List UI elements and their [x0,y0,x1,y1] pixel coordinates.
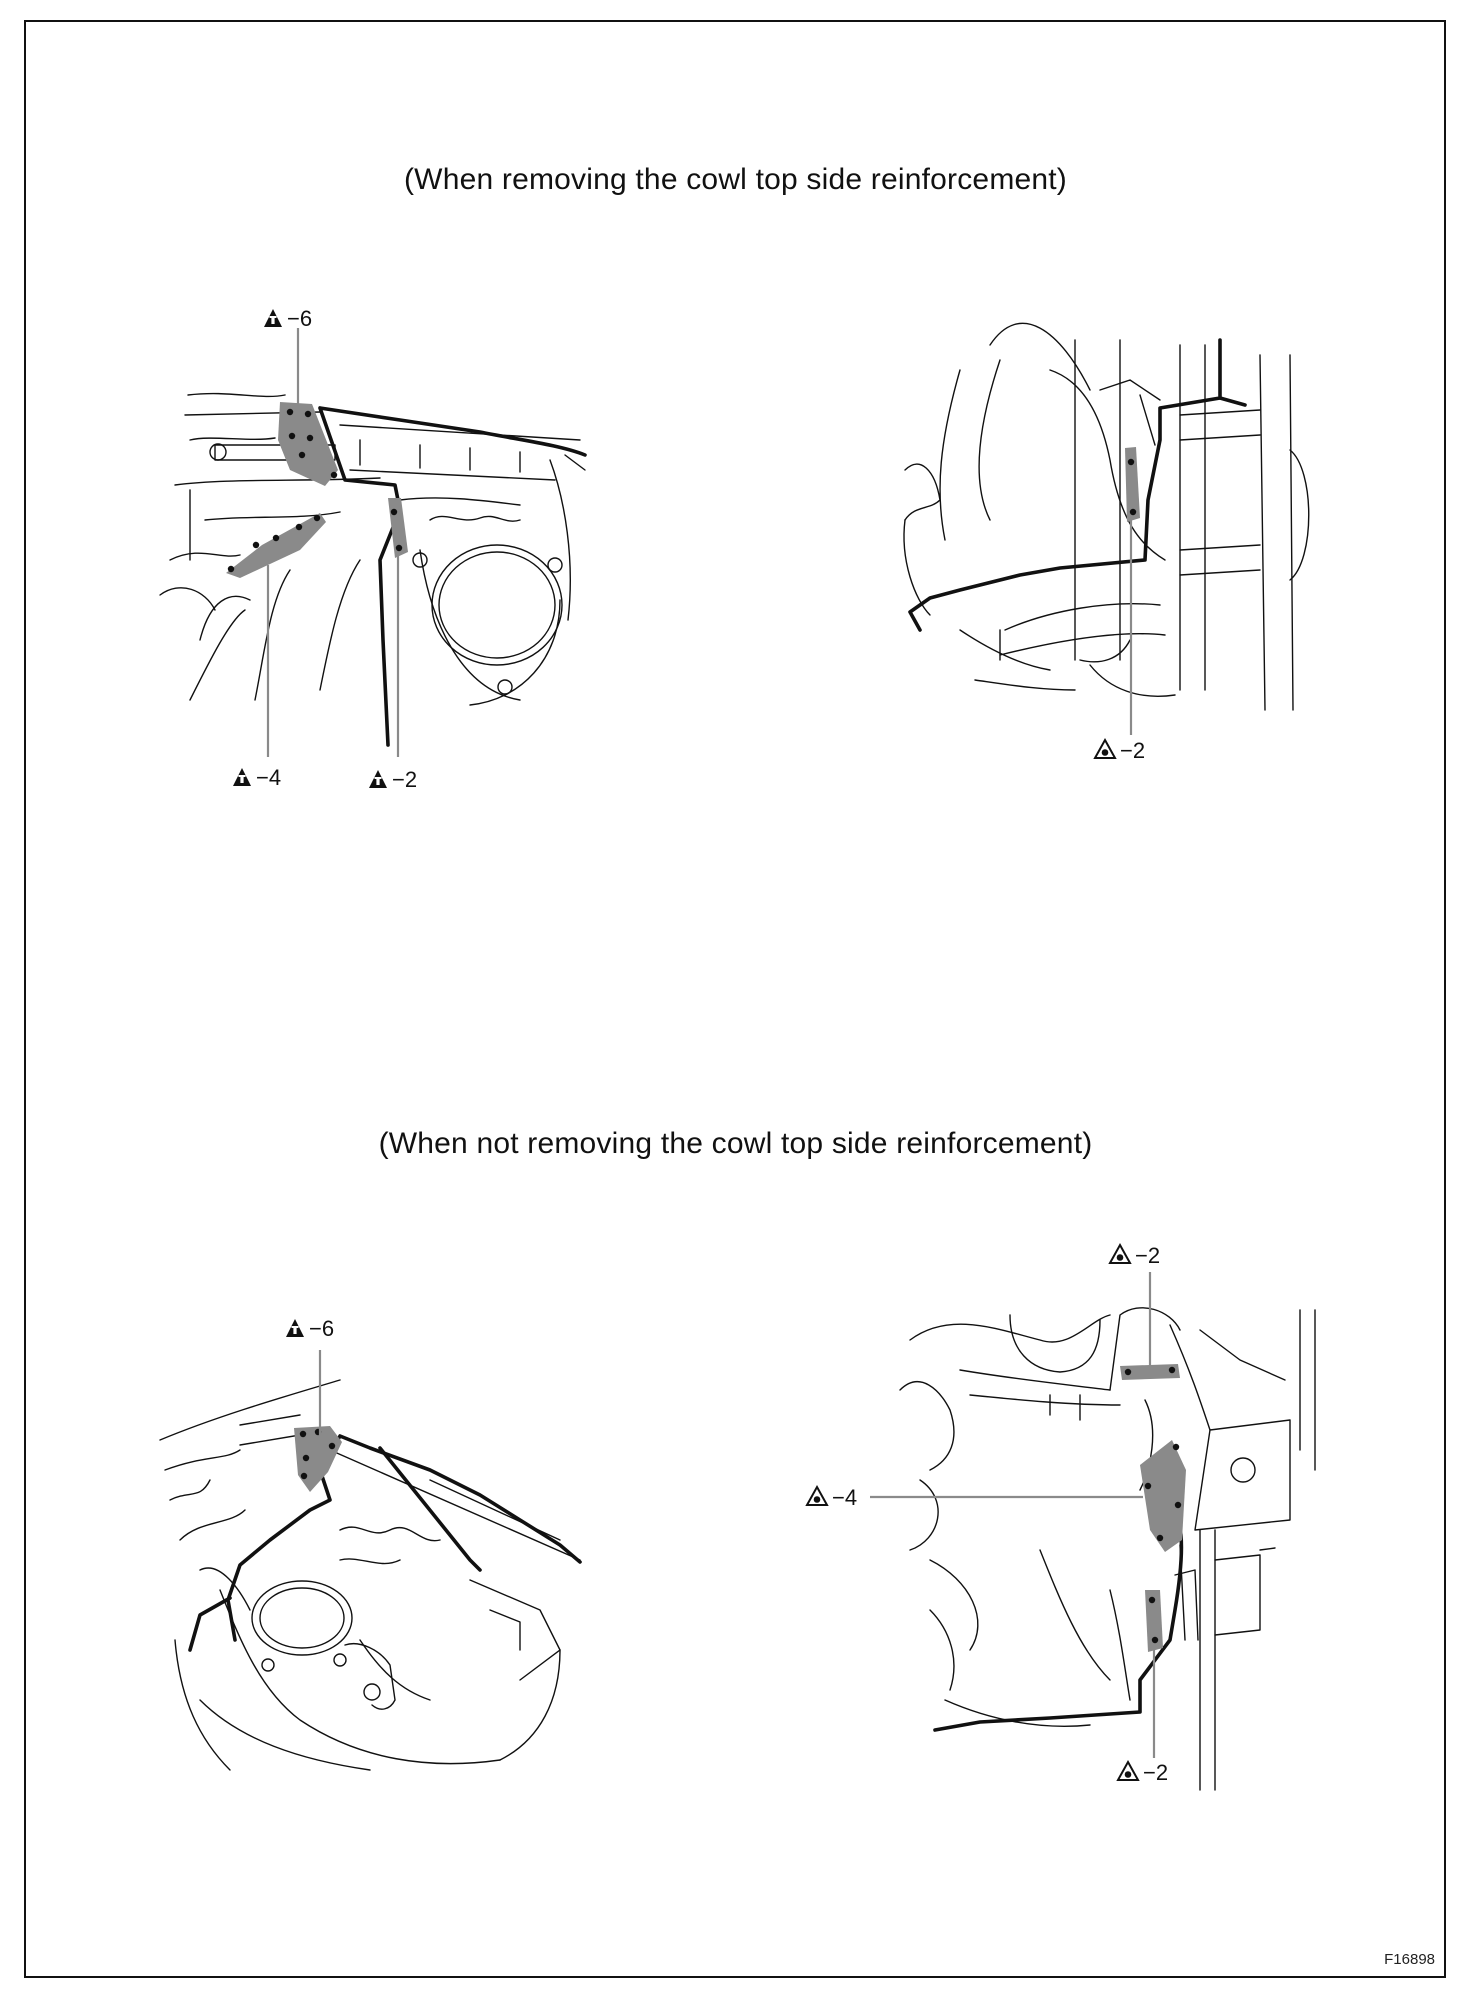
body-outline-top-right [903,322,1310,711]
heading-not-removing: (When not removing the cowl top side rei… [378,1127,1093,1160]
page-frame [24,20,1446,1978]
cut-line-top-right-edge [1218,396,1247,407]
body-outline-bottom-right [899,1307,1316,1791]
cut-line-bottom-left-2 [378,1446,482,1572]
mig-plug-weld-icon [369,770,387,788]
spot-weld-icon [1094,739,1116,759]
view-top-right: −2 [903,322,1310,763]
spot-weld-icon [806,1486,828,1506]
weld-area-tl-right [388,498,408,558]
cut-line-bottom-left [188,1434,582,1652]
weld-area-br-top [1120,1364,1180,1380]
weld-area-br-bottom [1145,1590,1163,1652]
view-bottom-right: −2 −4 −2 [806,1243,1316,1791]
mig-plug-weld-icon [286,1319,304,1337]
callout-bl: −6 [309,1316,334,1341]
cut-line-bottom-right [933,1518,1184,1732]
body-outline-bottom-left [159,1379,581,1771]
callout-tl-left: −4 [256,765,281,790]
mig-plug-weld-icon [264,309,282,327]
callout-br-top: −2 [1135,1243,1160,1268]
spot-weld-icon [1117,1761,1139,1781]
heading-removing: (When removing the cowl top side reinfor… [403,163,1067,196]
view-bottom-left: −6 [159,1316,582,1771]
callout-tl-top: −6 [287,306,312,331]
callout-br-mid: −4 [832,1485,857,1510]
weld-area-tl-upper [278,402,338,486]
callout-tl-right: −2 [392,767,417,792]
spot-weld-icon [1109,1244,1131,1264]
weld-area-bl [294,1426,342,1492]
cut-line-top-right [908,338,1222,632]
weld-area-tr [1125,447,1140,522]
figure-id: F16898 [1384,1951,1435,1968]
weld-area-tl-left [226,513,326,578]
callout-tr: −2 [1120,738,1145,763]
weld-area-br-mid [1140,1440,1186,1552]
callout-br-bottom: −2 [1143,1760,1168,1785]
view-top-left: −6 −4 −2 [159,306,587,792]
mig-plug-weld-icon [233,768,251,786]
